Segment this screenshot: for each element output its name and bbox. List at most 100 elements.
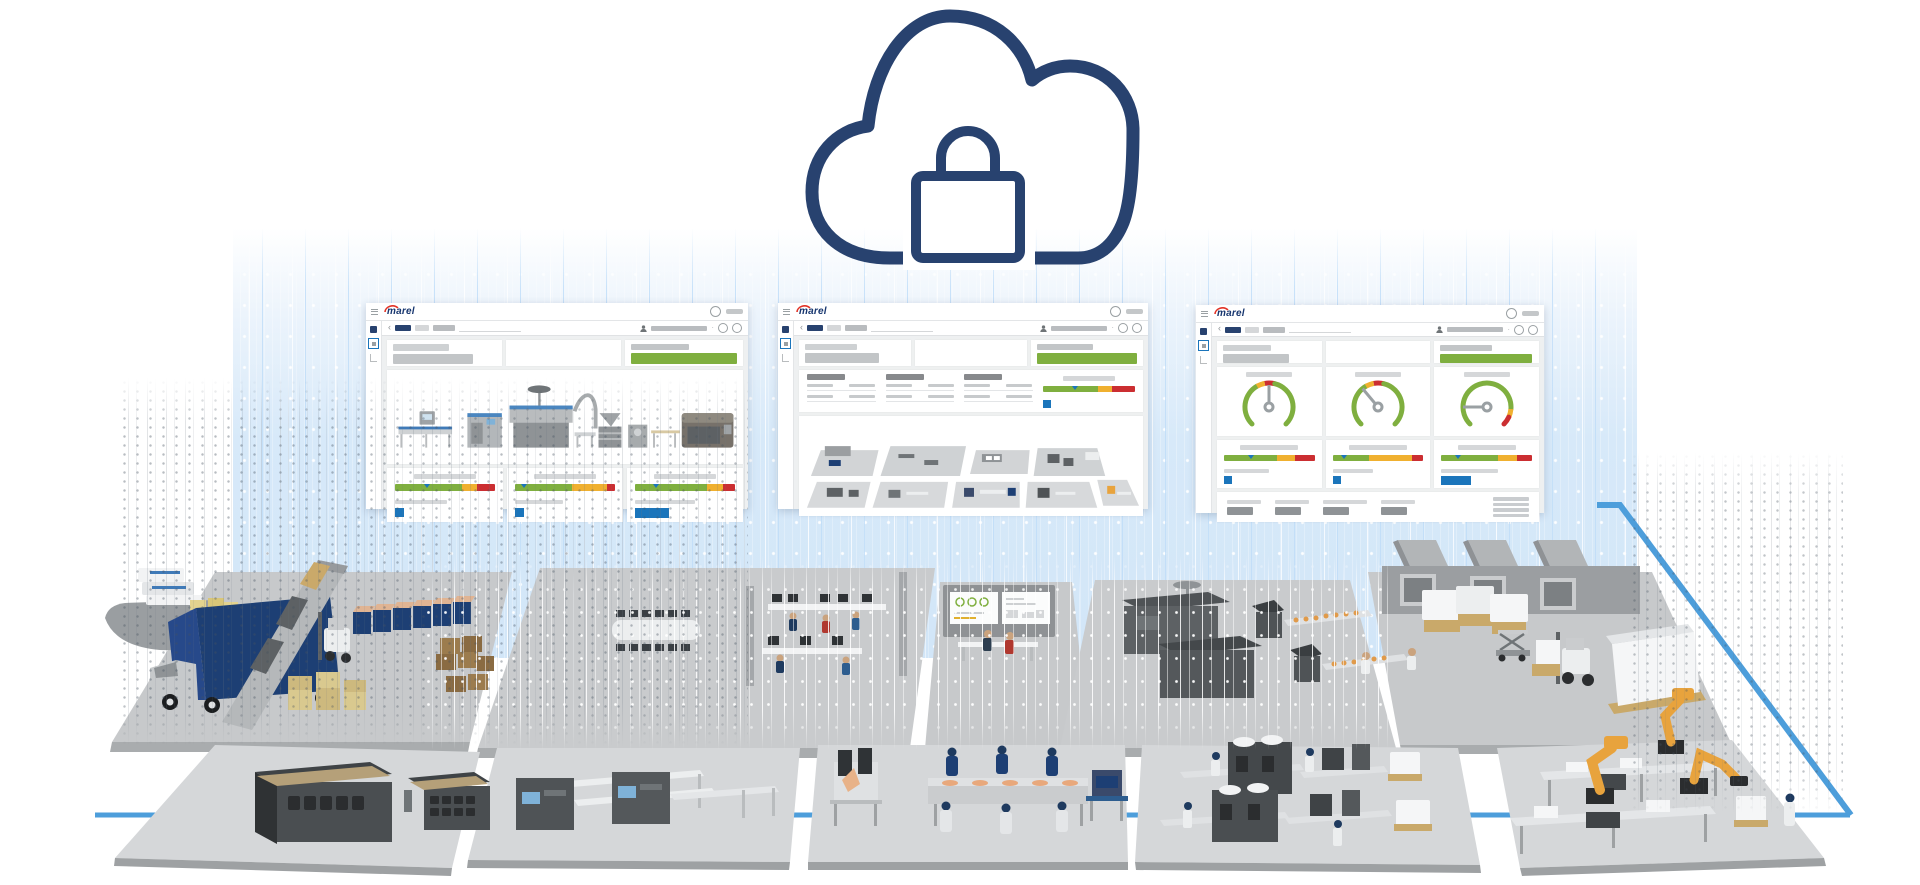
- scissor-lift: [1496, 630, 1530, 662]
- window-control-icon[interactable]: [1514, 324, 1524, 335]
- gauge-dial: [1351, 380, 1405, 427]
- target-marker: [521, 484, 527, 488]
- table-group: [885, 374, 955, 402]
- trimming-table: [928, 745, 1088, 834]
- window-control-icon[interactable]: [718, 323, 728, 333]
- operator: [1407, 656, 1416, 670]
- back-chevron-icon[interactable]: ‹: [388, 321, 391, 332]
- footer-list-icon[interactable]: [1493, 497, 1529, 517]
- detail-link-button[interactable]: [515, 508, 524, 517]
- breadcrumb-item[interactable]: [827, 325, 841, 331]
- summary-card: [387, 340, 502, 366]
- user-icon: [640, 324, 647, 332]
- sidebar-reports-icon[interactable]: [370, 354, 377, 362]
- factory-scene: [95, 502, 1854, 876]
- breadcrumb-item[interactable]: [845, 325, 867, 331]
- sidebar-reports-icon[interactable]: [782, 354, 789, 362]
- detail-action-button[interactable]: [635, 508, 669, 518]
- lock-body: [911, 171, 1025, 263]
- detail-link-button[interactable]: [1043, 400, 1052, 408]
- divider-wall: [899, 572, 907, 676]
- app-sidebar: [778, 321, 794, 509]
- green-status-bar: [1440, 354, 1533, 363]
- summary-card: [915, 340, 1027, 366]
- factory-map-view: [799, 416, 1143, 516]
- breadcrumb-active[interactable]: [1225, 326, 1241, 333]
- target-marker: [1072, 386, 1079, 390]
- kpi-card: [627, 468, 743, 522]
- menu-icon[interactable]: [371, 308, 378, 315]
- detail-link-button[interactable]: [395, 508, 404, 517]
- sidebar-dashboard-icon[interactable]: [780, 338, 791, 349]
- avatar-icon[interactable]: [710, 306, 721, 317]
- gauge-card: [1217, 367, 1322, 436]
- kpi-card-row: [382, 464, 748, 526]
- back-chevron-icon[interactable]: ‹: [1218, 323, 1221, 333]
- thermal-ovens: [255, 762, 490, 844]
- menu-icon[interactable]: [783, 308, 790, 315]
- summary-card-status: [1031, 340, 1143, 366]
- table-group: [964, 374, 1034, 402]
- line-workers-back: [946, 745, 1058, 776]
- stat-pair: [1227, 499, 1261, 515]
- robot-arm: [1680, 747, 1748, 794]
- gauge-card: [1325, 367, 1431, 436]
- user-icon: [1040, 324, 1047, 332]
- summary-card-status: [625, 340, 743, 366]
- breadcrumb-active[interactable]: [807, 325, 823, 331]
- user-icon: [1436, 326, 1443, 333]
- mixer-vat: [513, 420, 569, 448]
- sidebar-home-icon[interactable]: [1200, 328, 1207, 335]
- summary-card: [1217, 341, 1322, 363]
- detail-link-button[interactable]: [1224, 476, 1232, 484]
- breadcrumb-underline: [1289, 332, 1351, 333]
- window-control-icon[interactable]: [1528, 324, 1538, 335]
- search-placeholder[interactable]: [651, 325, 708, 331]
- cold-storage: [1361, 540, 1706, 714]
- breadcrumb-item[interactable]: [415, 325, 429, 331]
- robot-arm: [1586, 736, 1628, 804]
- detail-action-button[interactable]: [1441, 476, 1472, 485]
- breadcrumb-item[interactable]: [1245, 326, 1259, 333]
- target-marker: [424, 484, 430, 488]
- avatar-icon[interactable]: [1506, 308, 1517, 319]
- forklift: [318, 612, 351, 663]
- kpi-card: [387, 468, 503, 522]
- search-placeholder[interactable]: [1447, 327, 1504, 332]
- detail-link-button[interactable]: [1332, 476, 1341, 484]
- hopper-funnel: [599, 413, 621, 427]
- summary-card-row: [1212, 337, 1544, 363]
- mincer: [1294, 656, 1320, 682]
- breadcrumb-item[interactable]: [1263, 326, 1285, 333]
- back-chevron-icon[interactable]: ‹: [800, 321, 803, 332]
- header-menu-placeholder[interactable]: [1126, 309, 1143, 314]
- stat-pair: [1275, 499, 1309, 515]
- sidebar-dashboard-icon[interactable]: [368, 338, 379, 349]
- sidebar-home-icon[interactable]: [782, 326, 789, 333]
- sidebar-reports-icon[interactable]: [1200, 356, 1207, 364]
- summary-card-row: [382, 336, 748, 366]
- divider-dot: ·: [1111, 323, 1114, 332]
- overhead-lamp: [1173, 581, 1201, 589]
- sidebar-dashboard-icon[interactable]: [1198, 340, 1209, 351]
- window-plant-overview-dashboard: marel ‹: [778, 303, 1148, 516]
- kpi-card: [1325, 440, 1431, 488]
- logo-text: marel: [387, 305, 415, 317]
- search-placeholder[interactable]: [1051, 325, 1108, 331]
- window-control-icon[interactable]: [1118, 323, 1128, 333]
- logo-swoosh-icon: [384, 304, 399, 312]
- breadcrumb-active[interactable]: [395, 325, 411, 331]
- manual-processing-line: [830, 745, 1128, 834]
- header-menu-placeholder[interactable]: [726, 309, 743, 314]
- logo-swoosh-icon: [1214, 306, 1229, 314]
- avatar-icon[interactable]: [1110, 306, 1121, 317]
- app-header: marel: [1196, 305, 1544, 323]
- target-marker: [653, 484, 659, 488]
- sidebar-home-icon[interactable]: [370, 326, 377, 333]
- header-menu-placeholder[interactable]: [1522, 311, 1539, 316]
- window-control-icon[interactable]: [1132, 323, 1142, 333]
- window-control-icon[interactable]: [732, 323, 742, 333]
- menu-icon[interactable]: [1201, 310, 1208, 317]
- window-kpi-gauges-dashboard: marel ‹: [1196, 305, 1544, 522]
- breadcrumb-item[interactable]: [433, 325, 455, 331]
